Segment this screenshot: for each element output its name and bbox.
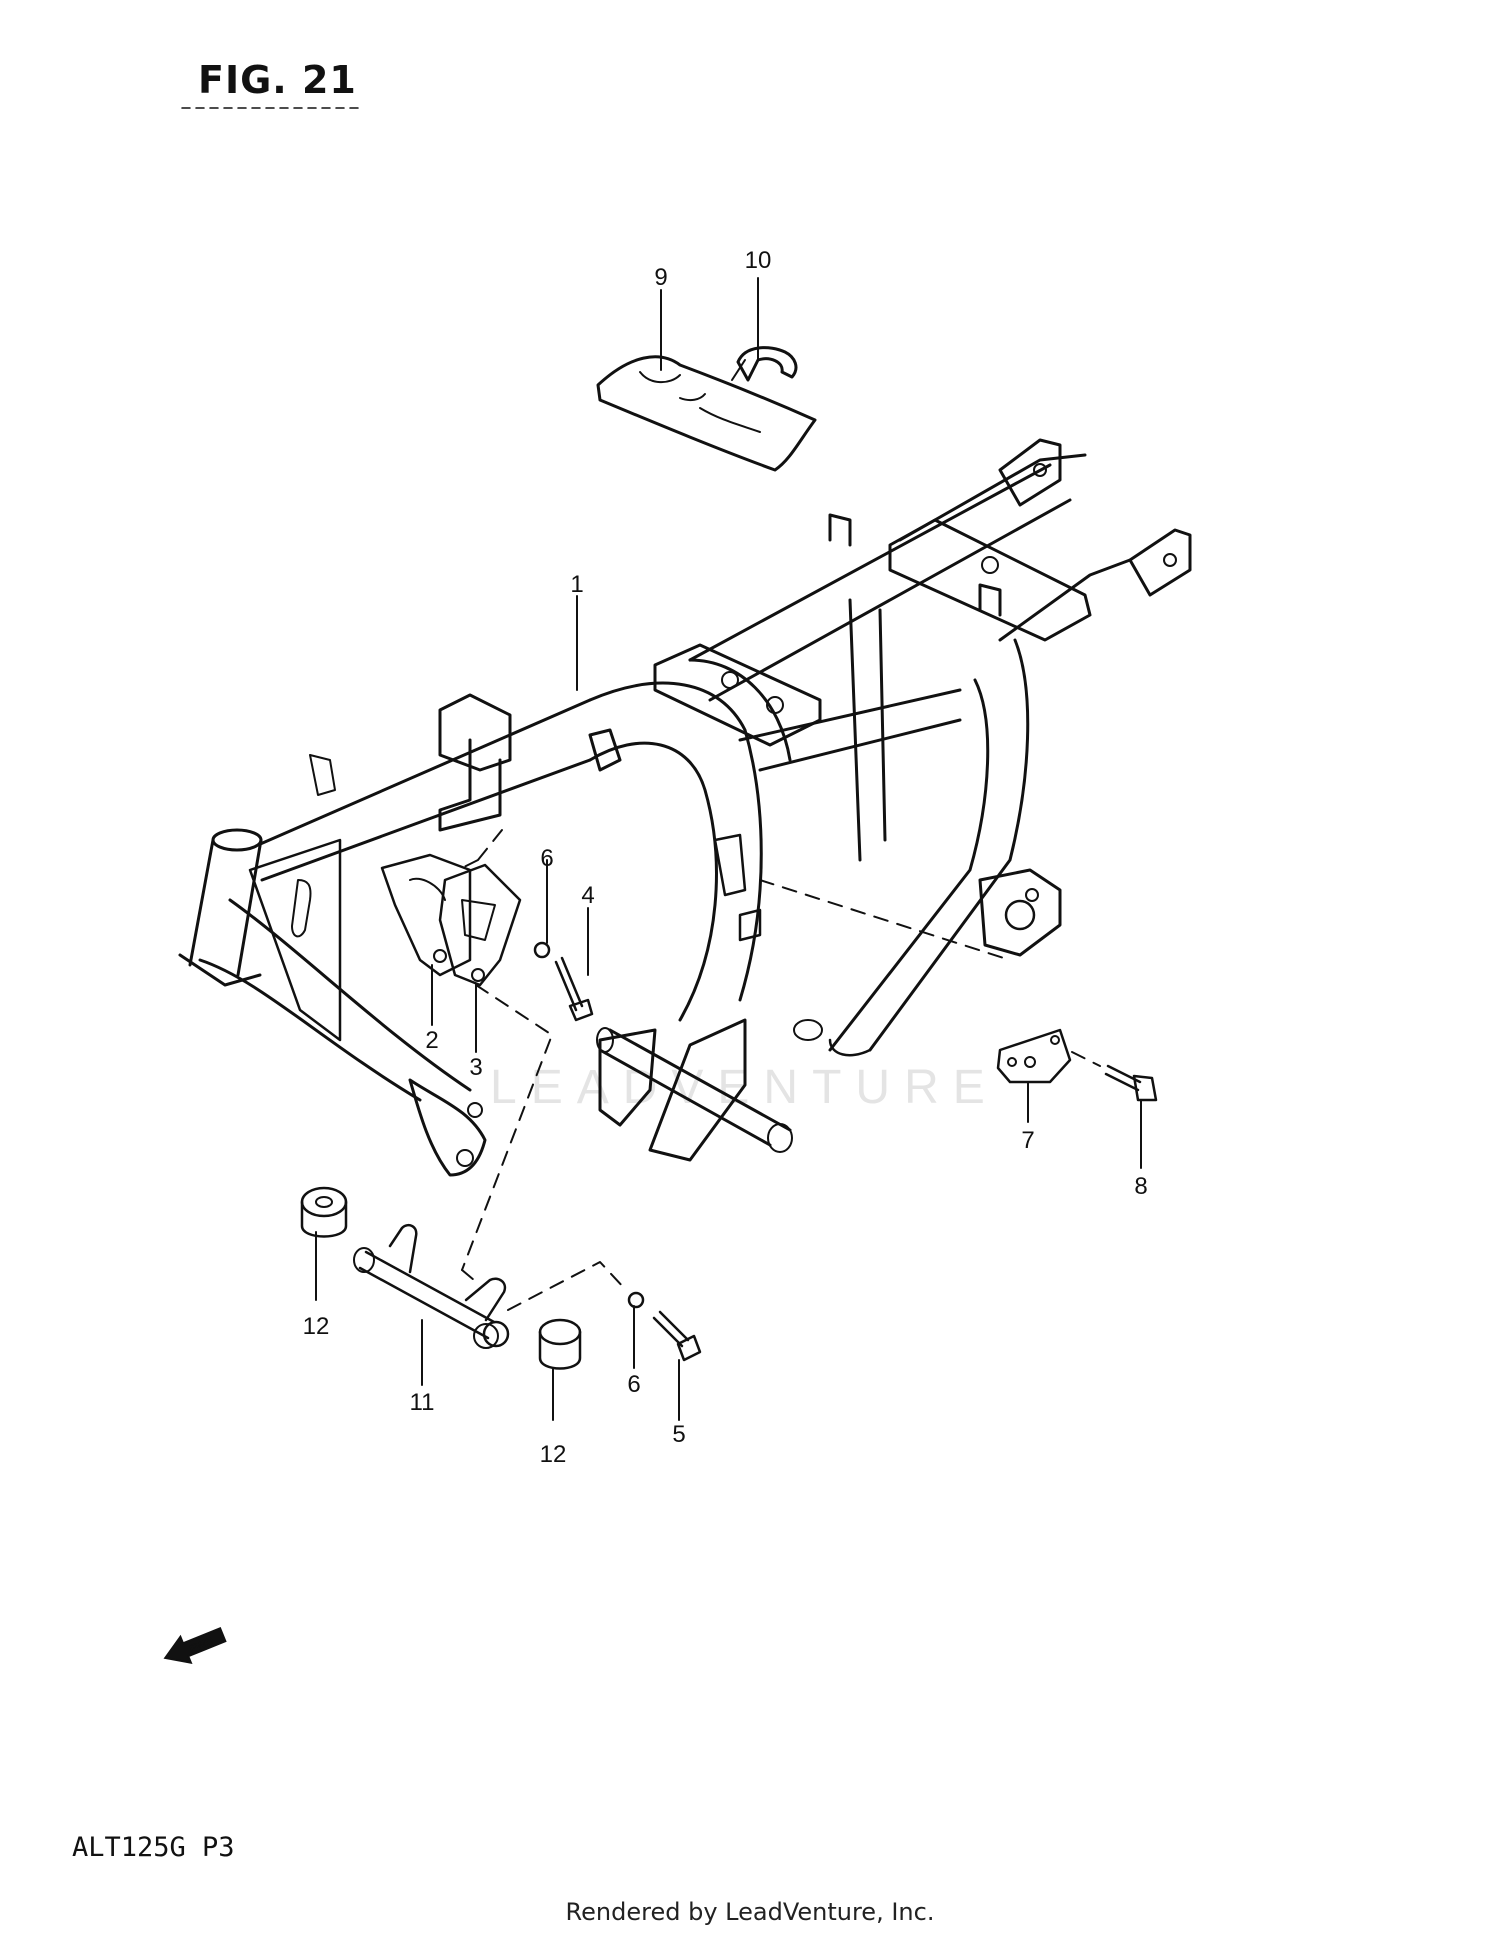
watermark: LEADVENTURE	[490, 1061, 999, 1114]
model-code: ALT125G P3	[72, 1832, 235, 1863]
part-12-bushing-left	[300, 1186, 348, 1238]
part-8-bolt	[1104, 1064, 1158, 1102]
footer-credit: Rendered by LeadVenture, Inc.	[565, 1898, 935, 1926]
part-2-bracket	[380, 853, 472, 977]
part-12-bushing-right	[538, 1318, 582, 1370]
callout-6-upper: 6	[540, 845, 553, 872]
callout-12-right: 12	[540, 1441, 567, 1468]
part-7-plate	[996, 1028, 1072, 1084]
callout-5: 5	[672, 1421, 685, 1448]
callout-1: 1	[570, 571, 583, 598]
callout-labels: 1 2 3 4 5 6 6 7 8 9 10 11 12 12	[303, 247, 1148, 1468]
callout-11: 11	[410, 1389, 435, 1416]
callout-12-left: 12	[303, 1313, 330, 1340]
part-1-main-frame	[178, 438, 1192, 1177]
callout-6-lower: 6	[627, 1371, 640, 1398]
part-9-cover	[596, 355, 817, 472]
part-6-washer-lower	[627, 1291, 645, 1309]
fwd-label: FWD	[188, 1635, 216, 1656]
callout-2: 2	[425, 1027, 438, 1054]
callout-7: 7	[1021, 1127, 1034, 1154]
part-10-clamp	[731, 346, 798, 382]
part-5-bolt	[652, 1310, 702, 1362]
callout-3: 3	[469, 1054, 482, 1081]
part-11-shaft	[353, 1224, 510, 1349]
part-4-bolt	[554, 956, 594, 1022]
callout-9: 9	[654, 264, 667, 291]
callout-4: 4	[581, 882, 594, 909]
part-3-bracket	[438, 863, 522, 987]
leader-lines	[315, 277, 1142, 1421]
callout-8: 8	[1134, 1173, 1147, 1200]
part-6-washer-upper	[533, 941, 551, 959]
fwd-arrow-icon: FWD	[163, 1626, 227, 1665]
figure-title: FIG. 21	[198, 58, 357, 102]
assembly-lines	[457, 829, 1101, 1311]
callout-10: 10	[745, 247, 772, 274]
